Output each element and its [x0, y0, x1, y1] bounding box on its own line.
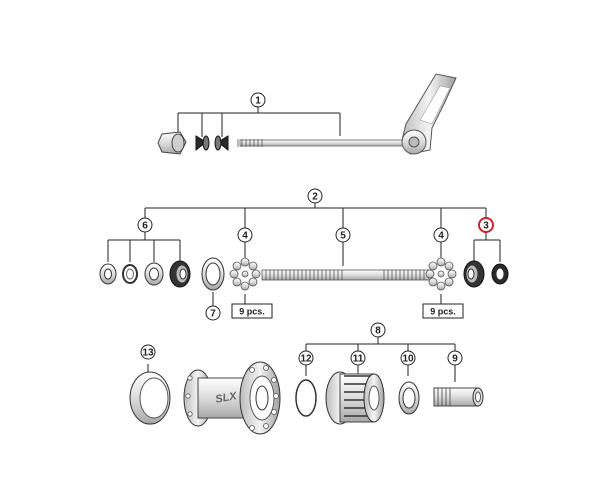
part-6-cone-set [99, 260, 191, 288]
callout-4b: 4 [438, 231, 444, 242]
part-12-spacer [295, 379, 317, 417]
callout-3: 3 [483, 221, 489, 232]
qty-left-label: 9 pcs. [239, 307, 265, 317]
part-9-sleeve [433, 387, 484, 407]
callout-5: 5 [340, 231, 346, 242]
brand-logo: SLX [214, 390, 238, 406]
callout-circle-9 [447, 350, 463, 366]
hub-axle-assembly: 9 pcs. 9 pcs. 2 6 4 5 4 3 7 [99, 188, 509, 321]
quick-release-assembly: 1 [157, 73, 457, 155]
callout-6: 6 [142, 221, 148, 232]
callout-circle-12 [298, 350, 314, 366]
callout-circle-13 [140, 344, 156, 360]
callout-circle-1 [250, 92, 266, 108]
callout-circle-4b [433, 227, 449, 243]
callout-circle-2 [307, 188, 323, 204]
part-11-freehub-body [325, 371, 385, 425]
callout-circle-3-highlighted [478, 217, 494, 233]
callout-10: 10 [402, 354, 414, 365]
washer-left [122, 264, 138, 284]
callout-circle-8 [370, 322, 386, 338]
hub-axle [261, 269, 431, 281]
qty-box-right [422, 303, 464, 319]
ball-bearings-right [425, 257, 457, 291]
callout-2: 2 [312, 192, 318, 203]
part-10-washer [398, 381, 420, 415]
spring-right [217, 135, 229, 152]
leader-lines-2 [107, 203, 501, 306]
part-13-dust-cap [129, 371, 171, 425]
callout-11: 11 [353, 354, 364, 365]
callout-circle-7 [205, 305, 221, 321]
callout-circle-10 [400, 350, 416, 366]
callout-8: 8 [375, 326, 381, 337]
callout-13: 13 [142, 348, 154, 359]
part-7-dust-seal [201, 257, 225, 291]
spring-left [195, 135, 207, 152]
callout-9: 9 [452, 354, 458, 365]
callout-12: 12 [300, 354, 312, 365]
hub-body-freehub-assembly: SLX [129, 322, 484, 435]
callout-circle-5 [335, 227, 351, 243]
axle-thread [265, 270, 425, 280]
qty-box-left [231, 303, 273, 319]
callout-7: 7 [210, 309, 216, 320]
skewer-thread [237, 139, 263, 147]
skewer-rod [239, 139, 421, 147]
callout-circle-11 [350, 350, 366, 366]
qty-right-label: 9 pcs. [430, 307, 456, 317]
leader-lines-1 [177, 107, 341, 137]
hub-shell [183, 361, 281, 435]
callout-circle-4a [237, 227, 253, 243]
ball-bearings-left [229, 257, 261, 291]
callout-1: 1 [255, 96, 261, 107]
callout-circle-6 [137, 217, 153, 233]
part-3-right-cone-set [463, 260, 509, 288]
callout-4a: 4 [242, 231, 248, 242]
